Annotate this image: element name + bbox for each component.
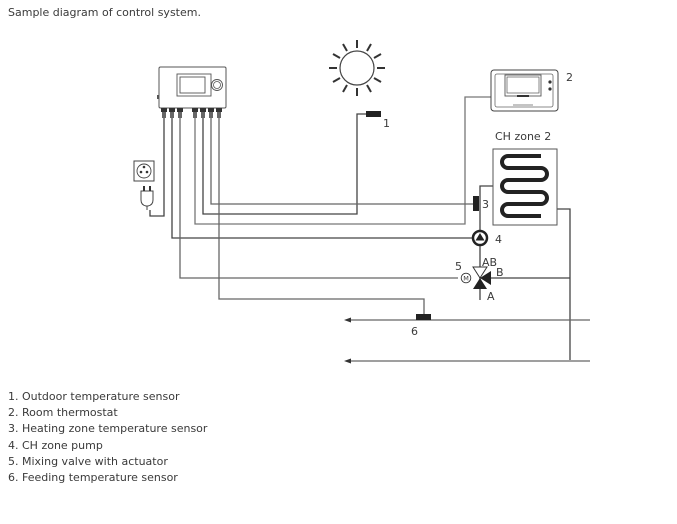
label-valve-5: 5 [455,260,462,273]
feed-arrow-icon [344,317,351,323]
outdoor-sensor-wire [202,113,366,215]
floor-heating-coil-icon [492,148,558,226]
piping [348,185,590,362]
legend-item: 3. Heating zone temperature sensor [8,422,208,436]
pump-icon[interactable] [471,229,489,247]
valve-wire [179,118,458,279]
legend-item: 1. Outdoor temperature sensor [8,390,180,403]
valve-actuator-icon[interactable]: M [460,272,472,284]
feed-sensor-wire [218,118,425,314]
three-way-valve-icon[interactable] [472,266,491,289]
legend-item: 6. Feeding temperature sensor [8,471,178,485]
power-socket-icon [133,160,155,182]
label-port-ab: AB [482,256,497,269]
label-port-b: B [496,266,504,279]
zone-sensor-wire [210,118,474,205]
zone-title: CH zone 2 [495,130,551,143]
power-cable [149,118,165,217]
controller-device-icon[interactable] [157,66,227,118]
pump-wire [171,118,472,239]
label-sensor-1: 1 [383,117,390,130]
power-plug-icon [140,186,154,210]
feed-sensor-icon[interactable] [416,314,431,320]
legend-item: 5. Mixing valve with actuator [8,454,168,468]
label-port-a: A [487,290,495,303]
room-thermostat-icon[interactable] [490,69,559,112]
thermostat-wire [194,96,492,225]
legend-list: 1. Outdoor temperature sensor 2. Room th… [8,389,207,486]
outdoor-sensor-icon[interactable] [366,111,381,117]
label-thermostat-2: 2 [566,71,573,84]
label-pump-4: 4 [495,233,502,246]
zone-return-pipe [557,208,571,360]
return-arrow-icon [344,358,351,364]
zone-supply-pipe [479,185,493,300]
page-title: Sample diagram of control system. [8,6,201,19]
label-sensor-3: 3 [482,198,489,211]
legend-item: 4. CH zone pump [8,438,103,452]
label-sensor-6: 6 [411,325,418,338]
sun-icon [329,40,385,96]
actuator-label: M [463,275,469,283]
zone-sensor-icon[interactable] [473,196,479,211]
legend-item: 2. Room thermostat [8,406,118,420]
wiring [149,96,492,314]
